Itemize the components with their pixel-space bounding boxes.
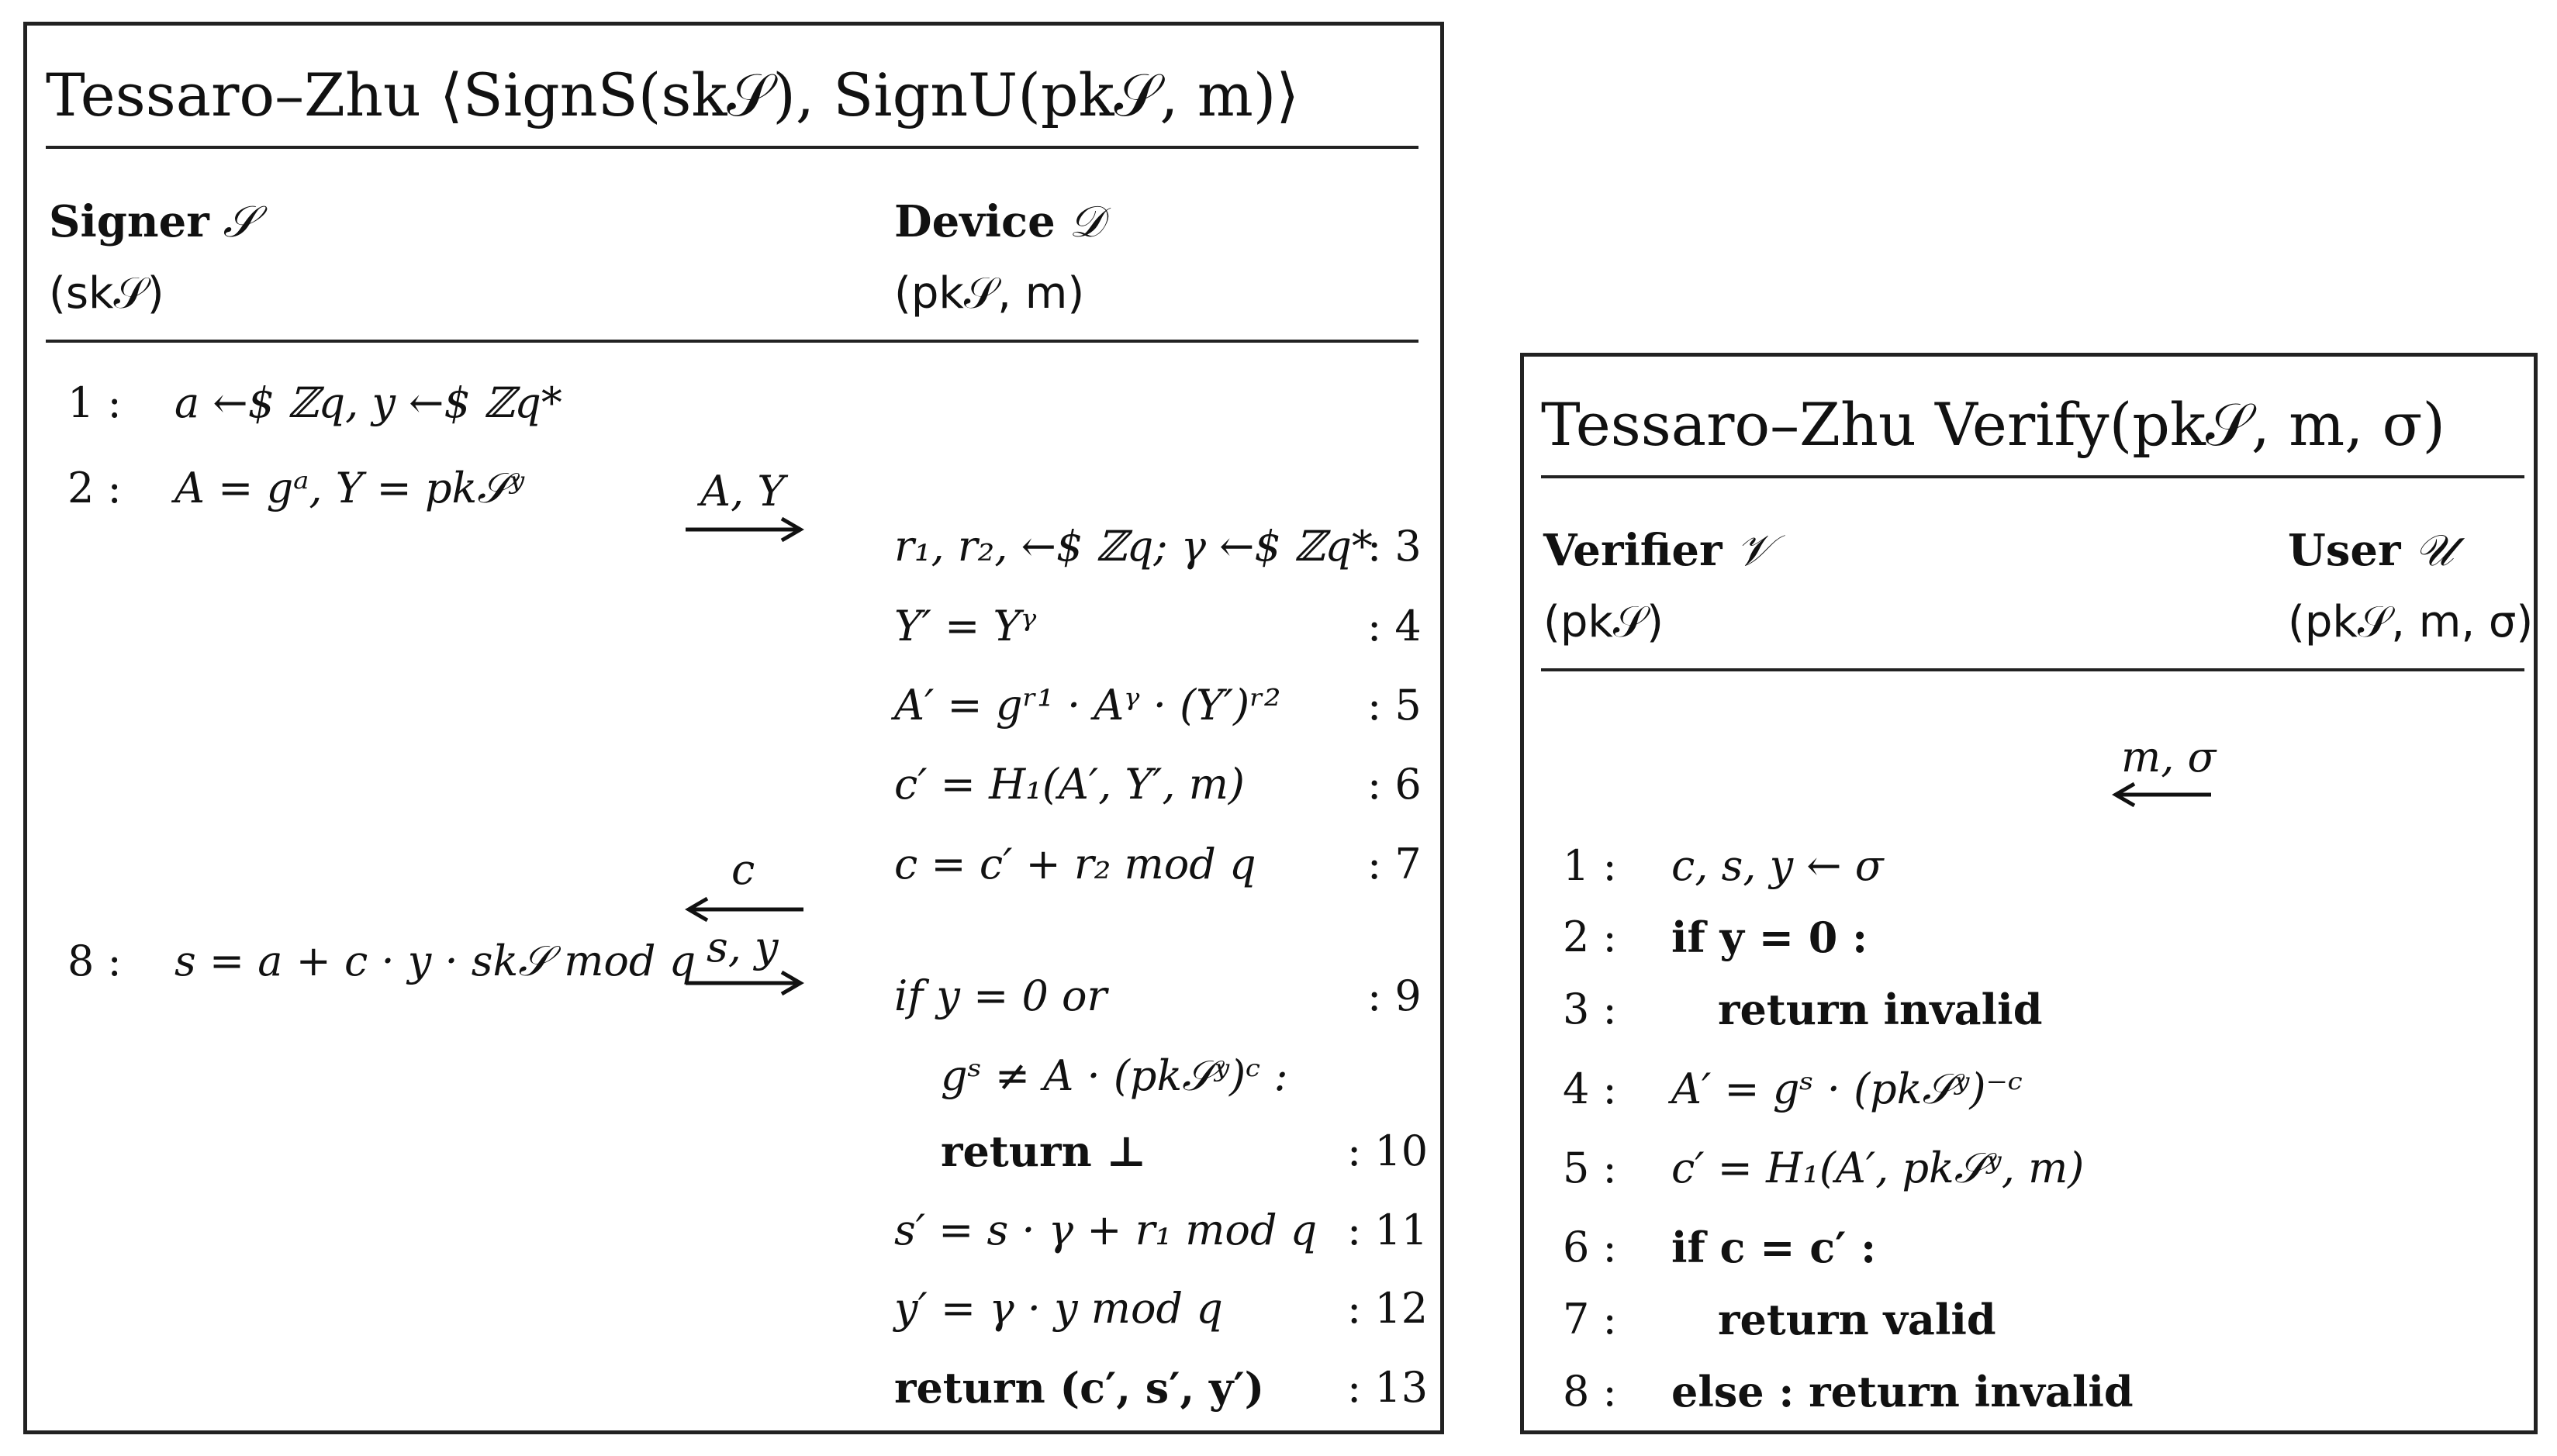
verify-step: if c = c′ : bbox=[1671, 1223, 1877, 1272]
verify-step-number: 8 : bbox=[1563, 1367, 1617, 1416]
device-step: r₁, r₂, ←$ ℤq; γ ←$ ℤq* bbox=[894, 522, 1373, 571]
verify-algorithm-box: Tessaro–Zhu Verify(pk𝒮, m, σ) Verifier 𝒱… bbox=[1520, 353, 2538, 1434]
message-label: A, Y bbox=[700, 467, 785, 516]
right-arrow-icon bbox=[686, 970, 804, 996]
device-step-number: : 3 bbox=[1367, 522, 1422, 571]
device-step-number: : 4 bbox=[1367, 602, 1422, 650]
title-divider bbox=[1541, 475, 2524, 478]
verify-step-number: 4 : bbox=[1563, 1064, 1617, 1113]
verify-step: A′ = gˢ · (pk𝒮ʸ)⁻ᶜ bbox=[1671, 1064, 2023, 1113]
signer-step-number: 8 : bbox=[67, 937, 122, 985]
device-step: c′ = H₁(A′, Y′, m) bbox=[894, 760, 1245, 809]
device-step-number: : 11 bbox=[1347, 1206, 1429, 1254]
signer-step-number: 2 : bbox=[67, 464, 122, 512]
left-arrow-icon bbox=[685, 896, 803, 923]
signing-protocol-box: Tessaro–Zhu ⟨SignS(sk𝒮), SignU(pk𝒮, m)⟩ … bbox=[23, 22, 1444, 1434]
left-arrow-icon bbox=[2112, 781, 2211, 808]
device-step-number: : 10 bbox=[1347, 1127, 1429, 1175]
signing-protocol-title: Tessaro–Zhu ⟨SignS(sk𝒮), SignU(pk𝒮, m)⟩ bbox=[46, 60, 1300, 129]
verify-step-number: 3 : bbox=[1563, 985, 1617, 1033]
header-divider bbox=[46, 340, 1418, 343]
device-step: return ⊥ bbox=[941, 1127, 1147, 1176]
verify-step: else : return invalid bbox=[1671, 1367, 2134, 1416]
verify-title: Tessaro–Zhu Verify(pk𝒮, m, σ) bbox=[1541, 390, 2446, 459]
verify-step: if y = 0 : bbox=[1671, 913, 1868, 962]
verifier-input: (pk𝒮) bbox=[1543, 597, 1664, 647]
signer-header: Signer 𝒮 bbox=[49, 196, 257, 247]
device-step: gˢ ≠ A · (pk𝒮ʸ)ᶜ : bbox=[941, 1051, 1288, 1100]
message-label: c bbox=[731, 845, 755, 894]
signer-step: a ←$ ℤq, y ←$ ℤq* bbox=[174, 378, 562, 427]
verify-step-number: 5 : bbox=[1563, 1144, 1617, 1192]
device-header: Device 𝒟 bbox=[894, 196, 1104, 247]
device-step-number: : 6 bbox=[1367, 760, 1422, 809]
signer-step: A = gᵃ, Y = pk𝒮ʸ bbox=[174, 464, 525, 512]
right-arrow-icon bbox=[686, 516, 804, 543]
verify-step: return valid bbox=[1718, 1295, 1996, 1344]
device-step: if y = 0 or bbox=[894, 971, 1107, 1020]
device-step-number: : 12 bbox=[1347, 1284, 1429, 1333]
user-header: User 𝒰 bbox=[2288, 525, 2454, 576]
device-step: return (c′, s′, y′) bbox=[894, 1363, 1265, 1413]
verify-step: c, s, y ← σ bbox=[1671, 841, 1884, 890]
message-label: s, y bbox=[707, 923, 779, 971]
signer-step: s = a + c · y · sk𝒮 mod q bbox=[174, 937, 696, 985]
verify-step-number: 6 : bbox=[1563, 1223, 1617, 1271]
device-step: A′ = gʳ¹ · Aᵞ · (Y′)ʳ² bbox=[894, 681, 1281, 730]
signer-input: (sk𝒮) bbox=[49, 268, 164, 319]
header-divider bbox=[1541, 668, 2524, 671]
device-step-number: : 7 bbox=[1367, 840, 1422, 888]
device-step-number: : 13 bbox=[1347, 1363, 1429, 1412]
device-step: Y′ = Yᵞ bbox=[894, 602, 1037, 650]
device-step: c = c′ + r₂ mod q bbox=[894, 840, 1256, 888]
device-step: s′ = s · γ + r₁ mod q bbox=[894, 1206, 1318, 1254]
verify-step-number: 7 : bbox=[1563, 1295, 1617, 1344]
verify-step: return invalid bbox=[1718, 985, 2043, 1034]
verify-step: c′ = H₁(A′, pk𝒮ʸ, m) bbox=[1671, 1144, 2085, 1192]
user-input: (pk𝒮, m, σ) bbox=[2288, 597, 2534, 647]
title-divider bbox=[46, 146, 1418, 149]
device-step-number: : 9 bbox=[1367, 971, 1422, 1020]
verifier-header: Verifier 𝒱 bbox=[1543, 525, 1773, 576]
device-step-number: : 5 bbox=[1367, 681, 1422, 730]
message-label: m, σ bbox=[2121, 733, 2217, 781]
verify-step-number: 1 : bbox=[1563, 841, 1617, 890]
signer-step-number: 1 : bbox=[67, 378, 122, 427]
device-step: y′ = γ · y mod q bbox=[894, 1284, 1223, 1333]
device-input: (pk𝒮, m) bbox=[894, 268, 1085, 319]
verify-step-number: 2 : bbox=[1563, 913, 1617, 961]
